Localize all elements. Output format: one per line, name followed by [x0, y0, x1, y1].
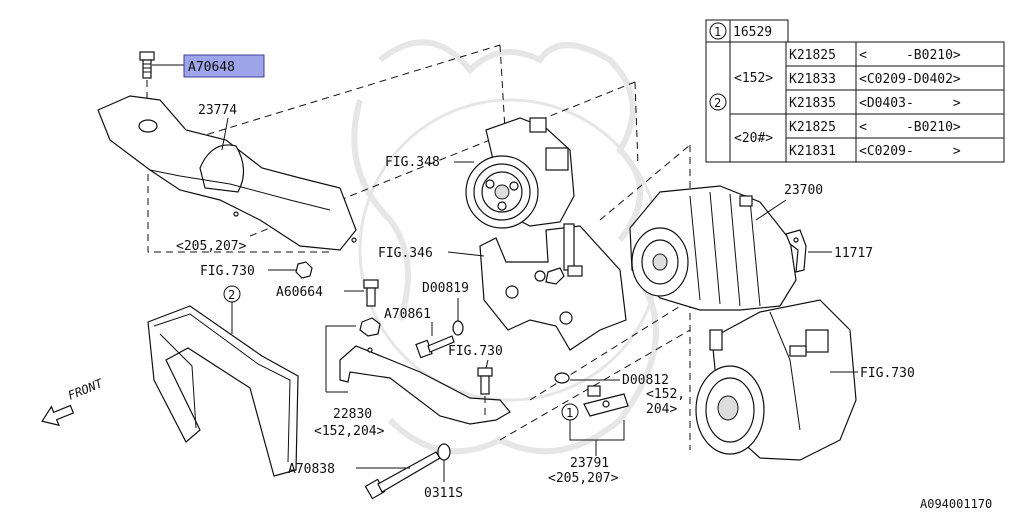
label-fig346[interactable]: FIG.346 [378, 246, 433, 261]
lower-bracket-part [339, 317, 511, 425]
table-part-k21831[interactable]: K21831 [789, 144, 836, 159]
label-front: FRONT [66, 376, 105, 403]
label-bolt-top[interactable]: A70648 [188, 60, 235, 75]
table-part-16529[interactable]: 16529 [733, 25, 772, 40]
label-fig348[interactable]: FIG.348 [385, 155, 440, 170]
label-washer-a[interactable]: D00819 [422, 281, 469, 296]
washer-b-part [554, 372, 570, 384]
label-washer-b-note-1: <152, [646, 387, 685, 402]
label-cover[interactable]: 23774 [198, 103, 237, 118]
front-arrow-icon [41, 404, 75, 427]
table-range-k21835: <D0403- > [859, 96, 961, 111]
label-washer-c[interactable]: 0311S [424, 486, 463, 501]
label-bracket-lower[interactable]: 22830 [333, 407, 372, 422]
label-bolt-a[interactable]: A70861 [384, 307, 431, 322]
table-range-k21825-b: < -B0210> [859, 120, 961, 135]
watermark-emblem [351, 39, 662, 455]
tensioner-part [583, 385, 629, 417]
table-part-k21825-b[interactable]: K21825 [789, 120, 836, 135]
table-part-k21825-a[interactable]: K21825 [789, 48, 836, 63]
pump-bracket-part [479, 223, 627, 351]
table-part-k21835[interactable]: K21835 [789, 96, 836, 111]
label-bolt-long[interactable]: A70838 [288, 462, 335, 477]
pump-part [465, 117, 575, 229]
drive-belt-part [147, 305, 299, 477]
compressor-part [695, 299, 857, 461]
table-callout-2: 2 [714, 96, 721, 110]
table-group-152: <152> [734, 71, 773, 86]
table-part-k21833[interactable]: K21833 [789, 72, 836, 87]
label-bracket-small[interactable]: 11717 [834, 246, 873, 261]
label-fig730-b[interactable]: FIG.730 [448, 344, 503, 359]
label-fig730-c[interactable]: FIG.730 [860, 366, 915, 381]
highlight-box [183, 54, 265, 78]
table-range-k21825-a: < -B0210> [859, 48, 961, 63]
washer-c-part [437, 443, 451, 461]
bolt-top-part [139, 51, 186, 120]
label-washer-b-note-2: 204> [646, 402, 677, 417]
nut-part [295, 261, 313, 279]
callout-2-belt: 2 [228, 288, 235, 302]
small-bracket-part [785, 229, 807, 273]
label-tensioner-note: <205,207> [548, 471, 619, 486]
alternator-part [629, 185, 797, 311]
label-tensioner[interactable]: 23791 [570, 456, 609, 471]
label-washer-b[interactable]: D00812 [622, 373, 669, 388]
table-group-20: <20#> [734, 131, 773, 146]
table-range-k21833: <C0209-D0402> [859, 72, 961, 87]
parts-table [705, 19, 1005, 163]
table-callout-1: 1 [714, 25, 721, 39]
label-fig730-a[interactable]: FIG.730 [200, 264, 255, 279]
label-cover-note: <205,207> [176, 239, 247, 254]
callout-1-tensioner: 1 [566, 406, 573, 420]
label-bracket-lower-note: <152,204> [314, 424, 385, 439]
table-range-k21831: <C0209- > [859, 144, 961, 159]
bolt-a-part [415, 335, 455, 359]
washer-a-part [452, 320, 464, 336]
stud-bolt-part [363, 279, 379, 307]
bolt-b-part [477, 367, 493, 395]
diagram-ref-number: A094001170 [920, 497, 992, 511]
label-alternator[interactable]: 23700 [784, 183, 823, 198]
engine-cover-part [97, 95, 357, 251]
label-nut[interactable]: A60664 [276, 285, 323, 300]
